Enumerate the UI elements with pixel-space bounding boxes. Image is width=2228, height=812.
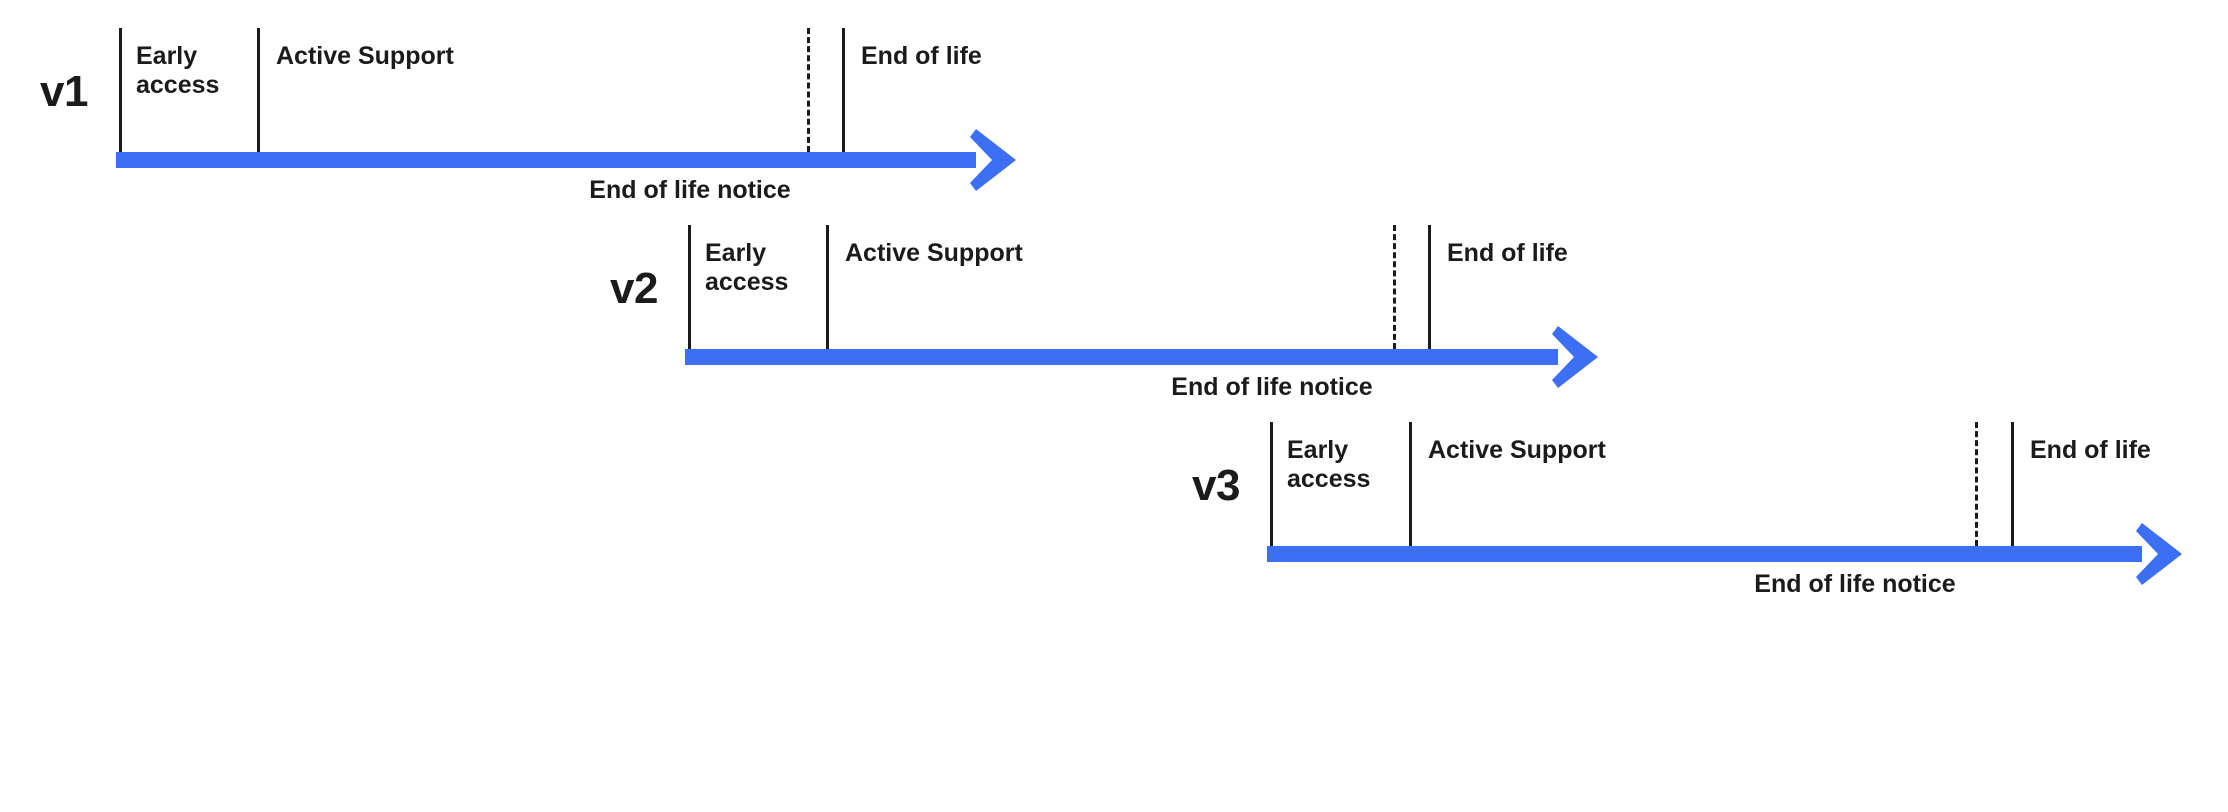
- phase-tick-end-of-life: [842, 28, 845, 152]
- lifecycle-bar-line: [116, 152, 976, 168]
- phase-tick-early-access: [1270, 422, 1273, 546]
- phase-tick-active-support: [1409, 422, 1412, 546]
- phase-tick-eol-notice-mark: [1393, 225, 1396, 349]
- phase-label-active-support: Active Support: [1428, 436, 1606, 464]
- phase-tick-early-access: [688, 225, 691, 349]
- phase-tick-active-support: [826, 225, 829, 349]
- phase-tick-eol-notice-mark: [1975, 422, 1978, 546]
- phase-tick-early-access: [119, 28, 122, 152]
- lifecycle-bar-line: [685, 349, 1558, 365]
- phase-tick-end-of-life: [2011, 422, 2014, 546]
- lifecycle-bar-line: [1267, 546, 2142, 562]
- phase-tick-active-support: [257, 28, 260, 152]
- version-label-v1: v1: [40, 67, 88, 116]
- end-of-life-notice-label-v3: End of life notice: [1754, 570, 1956, 598]
- phase-tick-eol-notice-mark: [807, 28, 810, 152]
- arrow-right-icon: [968, 128, 1018, 192]
- arrow-right-icon: [2134, 522, 2184, 586]
- version-label-v2: v2: [610, 264, 658, 313]
- phase-label-early-access: Early access: [1287, 436, 1371, 493]
- lifecycle-bar-v1: [116, 128, 1018, 192]
- lifecycle-bar-v2: [685, 325, 1600, 389]
- arrow-right-icon: [1550, 325, 1600, 389]
- lifecycle-bar-v3: [1267, 522, 2184, 586]
- phase-label-early-access: Early access: [136, 42, 220, 99]
- phase-label-active-support: Active Support: [845, 239, 1023, 267]
- phase-label-end-of-life: End of life: [2030, 436, 2151, 464]
- end-of-life-notice-label-v1: End of life notice: [589, 176, 791, 204]
- end-of-life-notice-label-v2: End of life notice: [1171, 373, 1373, 401]
- phase-label-end-of-life: End of life: [1447, 239, 1568, 267]
- phase-label-active-support: Active Support: [276, 42, 454, 70]
- phase-tick-end-of-life: [1428, 225, 1431, 349]
- phase-label-end-of-life: End of life: [861, 42, 982, 70]
- version-label-v3: v3: [1192, 461, 1240, 510]
- phase-label-early-access: Early access: [705, 239, 789, 296]
